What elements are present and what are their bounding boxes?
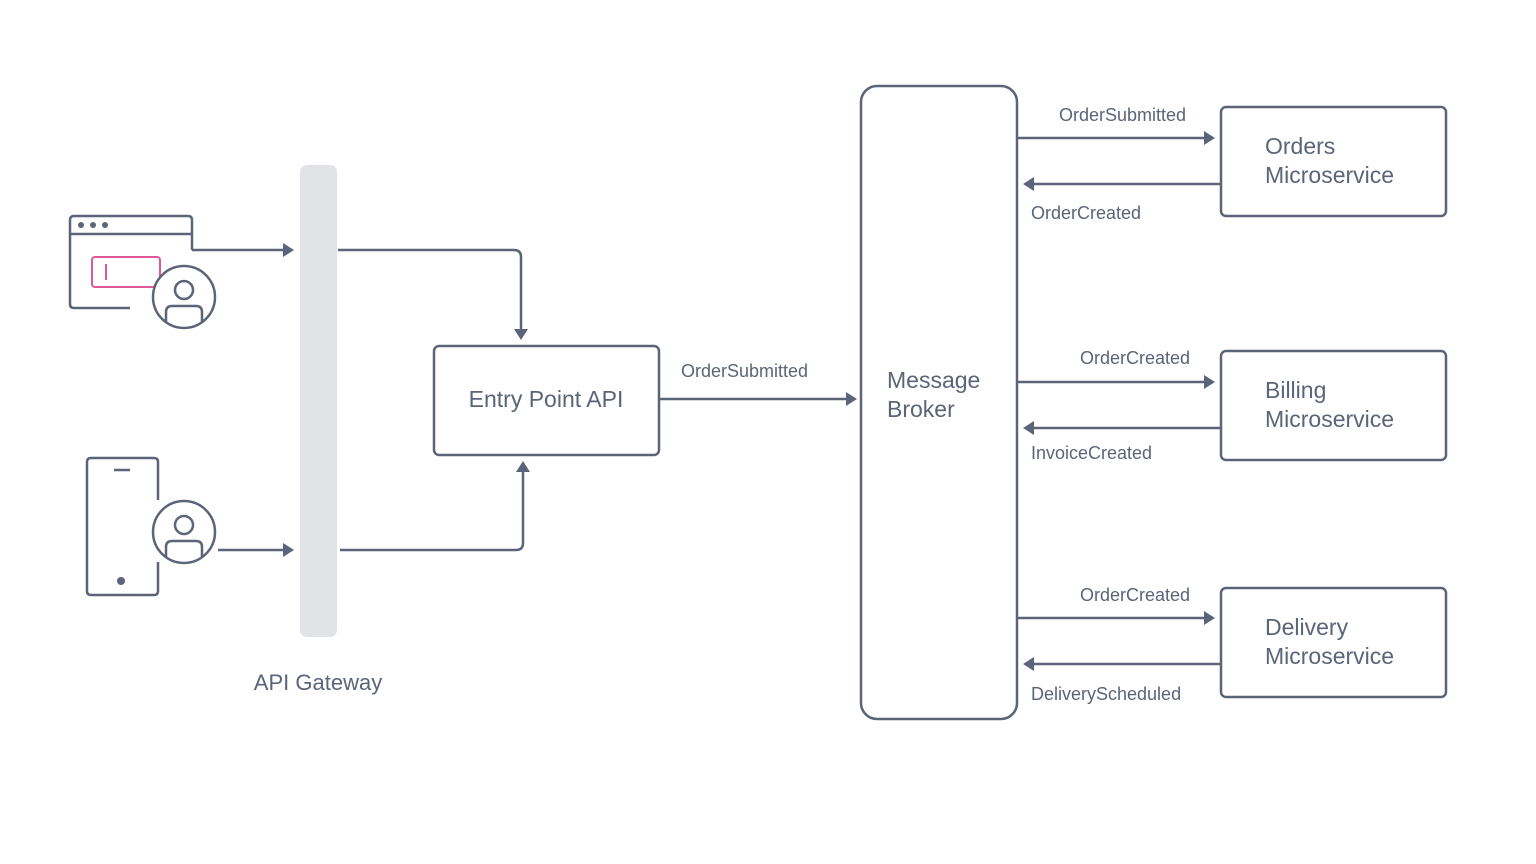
gateway-to-entry-arrow-top [338,248,528,340]
gateway-to-entry-arrow-bottom [340,461,530,552]
message-broker-box [859,84,1019,721]
browser-user-icon [68,214,217,330]
delivery-in-label: DeliveryScheduled [1031,684,1181,704]
web-to-gateway-arrow [192,243,294,257]
input-field-icon [91,256,161,288]
delivery-label-line2: Microservice [1265,643,1394,669]
orders-out-label: OrderSubmitted [1059,105,1186,125]
entry-point-api-box [432,344,661,457]
orders-label-line1: Orders [1265,133,1335,159]
mobile-user-icon [85,456,217,597]
api-gateway-label: API Gateway [254,670,382,695]
message-broker-label-line1: Message [887,367,980,393]
billing-service-group: OrderCreated InvoiceCreated Billing Micr… [1017,348,1448,463]
entry-point-api-label: Entry Point API [469,386,624,412]
orders-label-line2: Microservice [1265,162,1394,188]
mobile-to-gateway-arrow [218,543,294,557]
delivery-out-label: OrderCreated [1080,585,1190,605]
delivery-service-group: OrderCreated DeliveryScheduled Delivery … [1017,585,1448,704]
billing-microservice-box [1219,349,1448,462]
entry-to-broker-label: OrderSubmitted [681,361,808,381]
orders-service-group: OrderSubmitted OrderCreated Orders Micro… [1017,105,1448,223]
orders-microservice-box [1219,105,1448,218]
delivery-label-line1: Delivery [1265,614,1349,640]
entry-to-broker-arrow [659,392,857,406]
api-gateway-bar [300,165,337,637]
delivery-microservice-box [1219,586,1448,699]
message-broker-label-line2: Broker [887,396,955,422]
billing-in-label: InvoiceCreated [1031,443,1152,463]
orders-in-label: OrderCreated [1031,203,1141,223]
billing-out-label: OrderCreated [1080,348,1190,368]
billing-label-line1: Billing [1265,377,1326,403]
billing-label-line2: Microservice [1265,406,1394,432]
